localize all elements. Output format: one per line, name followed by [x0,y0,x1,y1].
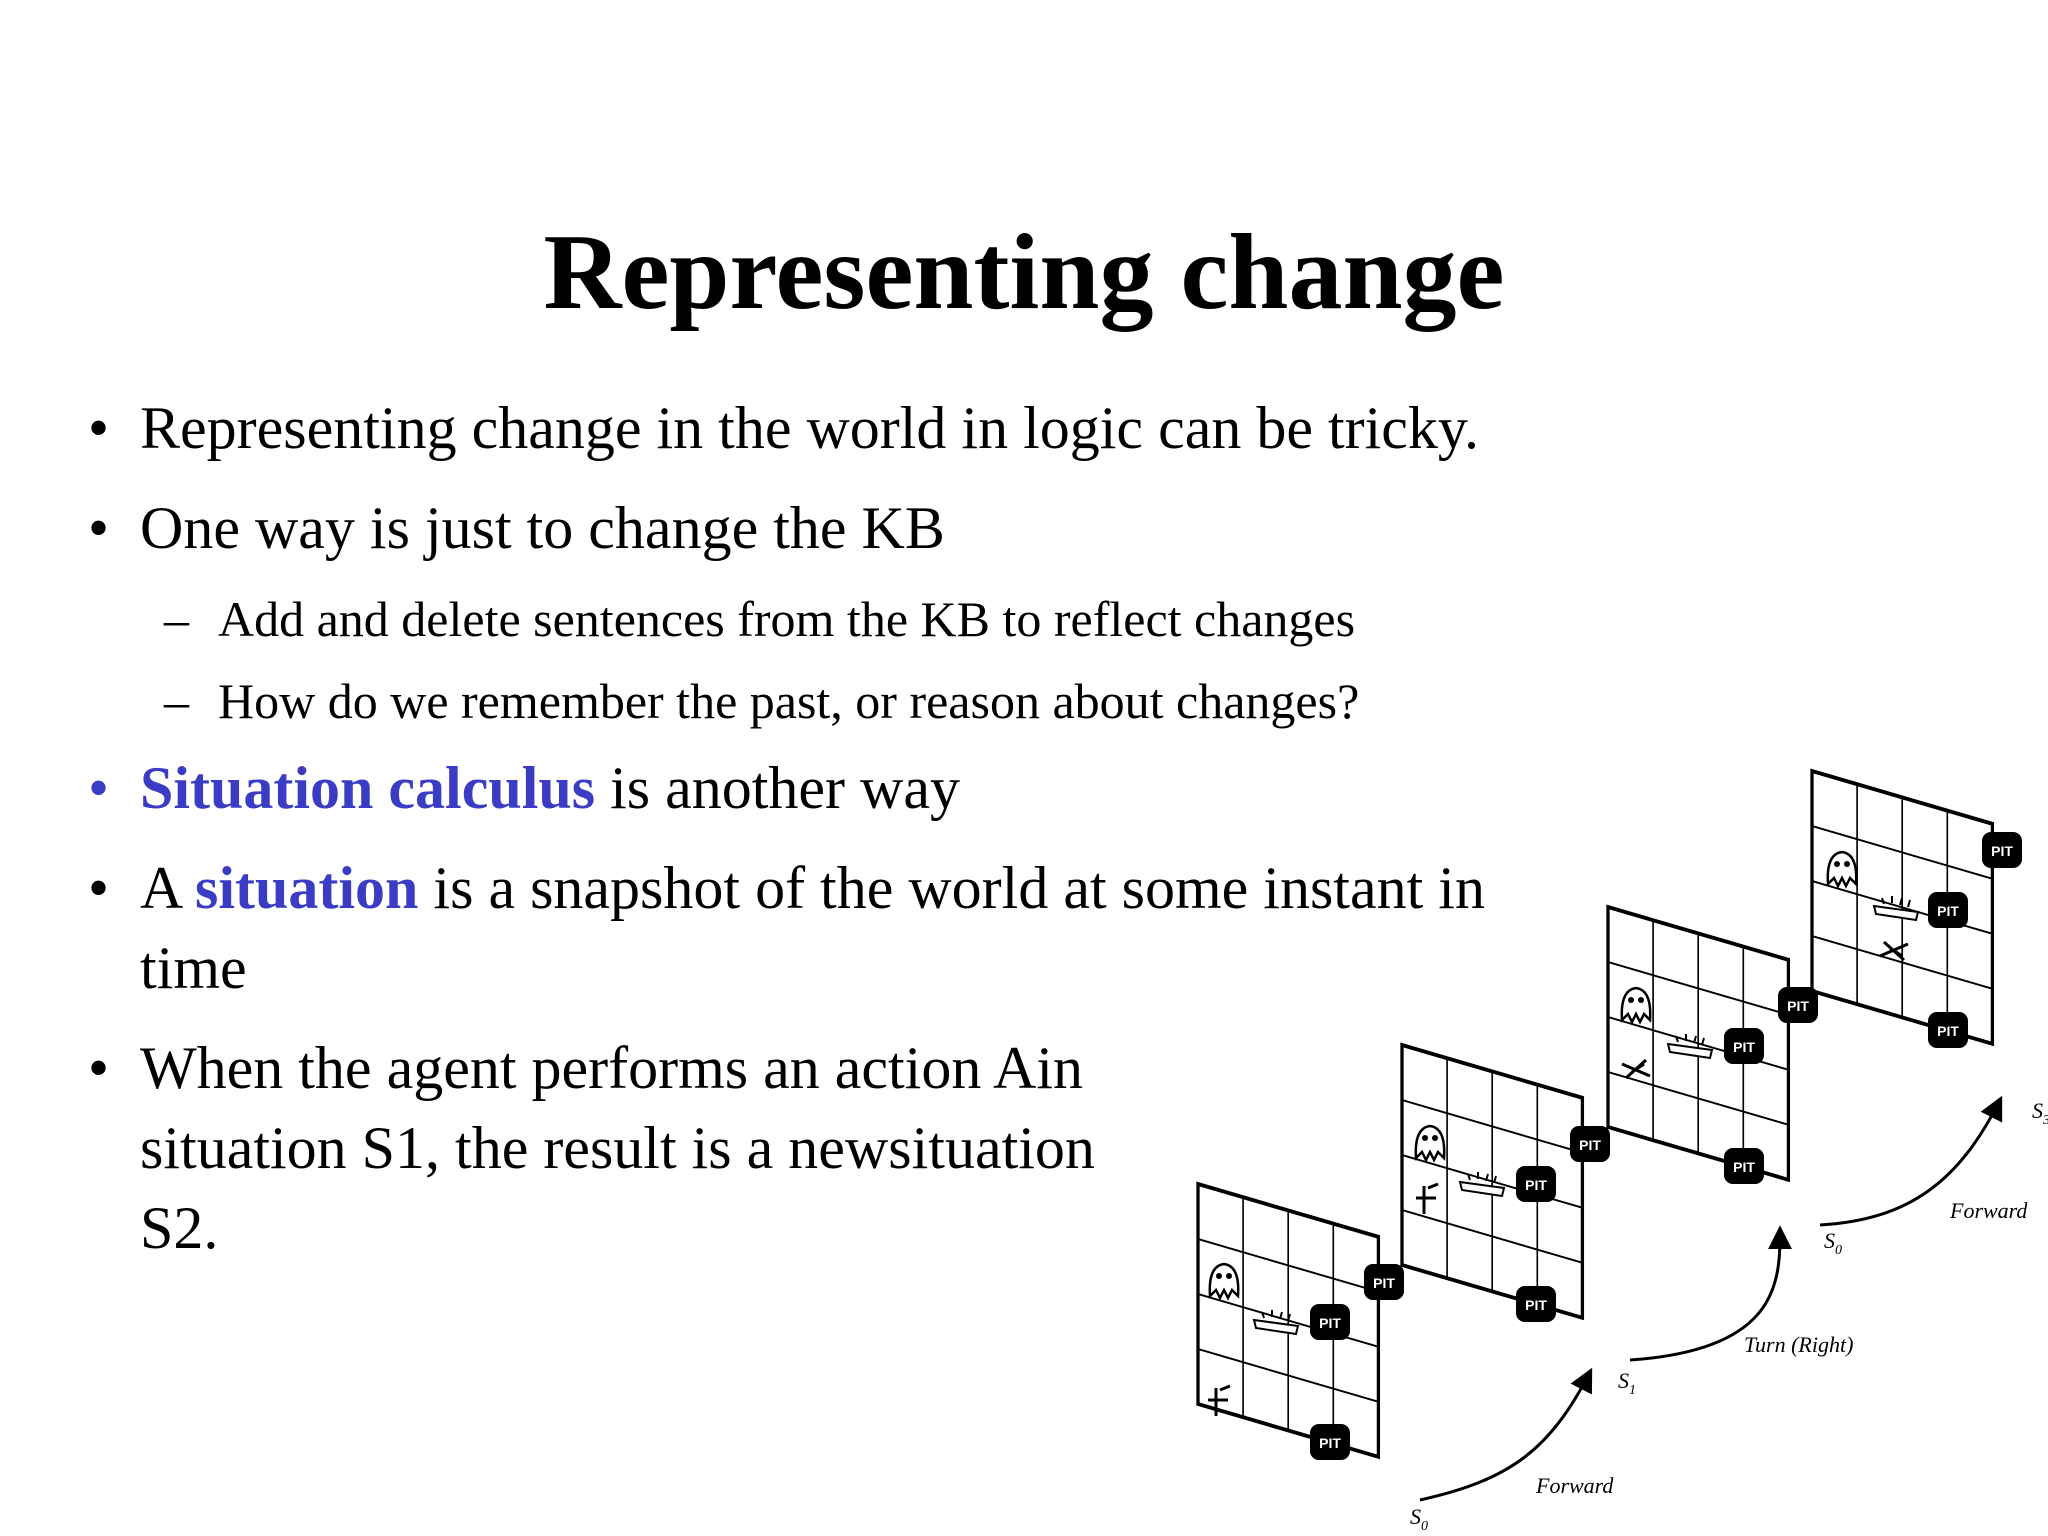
bullet-dot-icon: • [88,755,110,821]
bullet-dot-icon: • [88,1035,110,1101]
bullet-text: is a snapshot of the world at some insta… [140,855,1485,1001]
bullet-list: • Representing change in the world in lo… [88,388,1588,1288]
sub-bullet-list: – Add and delete sentences from the KB t… [88,578,1588,742]
pit-icon [1570,1126,1610,1162]
pit-icon [1724,1028,1764,1064]
pit-icon [1310,1304,1350,1340]
sub-bullet-text: Add and delete sentences from the KB to … [218,591,1356,647]
bullet-text: When the agent performs an action A [140,1035,1037,1101]
text-line: S2. [140,1195,219,1261]
bullet-text: Representing change in the world in logi… [140,395,1480,461]
wumpus-icon [1620,986,1652,1025]
pit-icon [1928,1012,1968,1048]
agent-icon [1416,1182,1439,1214]
gold-icon [1458,1172,1506,1198]
pit-icon [1982,832,2022,868]
pit-icon [1778,987,1818,1023]
bullet-dot-icon: • [88,495,110,561]
agent-icon [1879,940,1909,962]
dash-icon: – [164,591,189,647]
pit-icon [1724,1148,1764,1184]
bullet-dot-icon: • [88,855,110,921]
label-forward: Forward [1535,1473,1614,1498]
agent-icon [1208,1384,1231,1416]
pit-icon [1928,892,1968,928]
bullet-agent-action: • When the agent performs an action Ain … [88,1028,1590,1268]
arrow-forward-s1 [1419,1367,1593,1502]
bullet-change-kb: • One way is just to change the KB [88,488,1588,568]
bullet-representing-change: • Representing change in the world in lo… [88,388,1588,468]
slide-title: Representing change [543,213,1505,332]
bullet-situation-calculus: • Situation calculus is another way [88,748,1588,828]
pit-icon [1310,1424,1350,1460]
bullet-dot-icon: • [88,395,110,461]
pit-icon [1516,1286,1556,1322]
sub-bullet-text: How do we remember the past, or reason a… [218,673,1360,729]
arrow-turn-right [1629,1225,1792,1362]
wumpus-icon [1208,1262,1240,1301]
pit-icon [1364,1264,1404,1300]
text-line: situation S1, the result is a newsituati… [140,1108,1590,1188]
bullet-text: A [140,855,196,921]
highlight-term: Situation calculus [140,755,596,821]
agent-icon [1621,1058,1651,1080]
bullet-situation-definition: • A situation is a snapshot of the world… [88,848,1520,1008]
wumpus-icon [1414,1124,1446,1163]
dash-icon: – [164,673,189,729]
bullet-text: is another way [595,755,961,821]
label-s0: S0 [1410,1504,1428,1534]
wumpus-icon [1826,850,1858,889]
label-s1: S1 [1618,1368,1636,1398]
bullet-text: situation [888,1115,1095,1181]
text-line: When the agent performs an action Ain [140,1028,1590,1108]
sub-bullet-remember-past: – How do we remember the past, or reason… [88,660,1588,742]
pit-icon [1516,1166,1556,1202]
gold-icon [1872,896,1920,922]
gold-icon [1666,1034,1714,1060]
label-s0-b3: S0 [1824,1228,1842,1258]
highlight-term: situation [195,855,419,921]
situation-diagram: PIT Forward S3 [1196,768,2048,1534]
gold-icon [1252,1310,1300,1336]
sub-bullet-add-delete: – Add and delete sentences from the KB t… [88,578,1588,660]
board-s3 [1810,768,1995,1047]
bullet-text: in [1036,1035,1084,1101]
label-s3: S3 [2032,1098,2048,1128]
arrow-forward-s3 [1819,1095,2003,1227]
bullet-text: One way is just to change the KB [140,495,945,561]
label-forward: Forward [1949,1198,2028,1223]
label-turn-right: Turn (Right) [1744,1332,1853,1357]
bullet-text: situation S1, the result is a new [140,1115,889,1181]
